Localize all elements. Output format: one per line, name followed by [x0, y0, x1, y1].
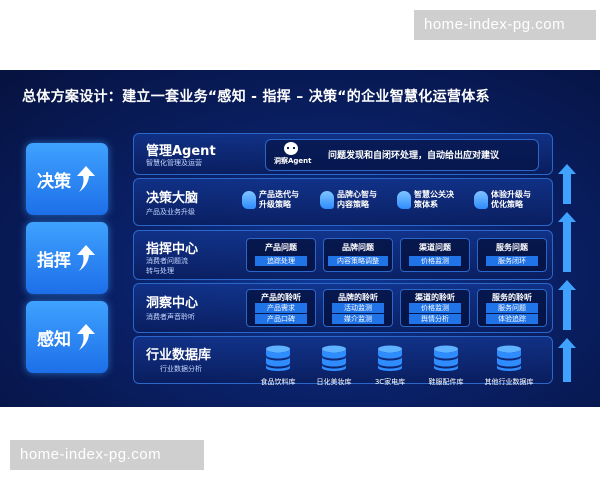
card-title: 渠道问题 — [419, 243, 451, 252]
brain-head-icon — [474, 191, 488, 209]
row-title: 行业数据库 — [146, 348, 212, 363]
robot-icon — [284, 142, 298, 155]
database-item[interactable]: 鞋服配件库 — [418, 345, 474, 387]
perception-label: 感知 — [37, 329, 71, 350]
strategy-line1: 品牌心智与 — [337, 190, 377, 199]
card-tag[interactable]: 价格监测 — [409, 303, 461, 313]
strategy-line1: 产品迭代与 — [259, 190, 299, 199]
database-icon — [378, 345, 402, 371]
up-arrow-icon — [558, 164, 576, 204]
command-label: 指挥 — [37, 250, 71, 271]
slide-panel: 总体方案设计：建立一套业务“感知 - 指挥 – 决策“的企业智慧化运营体系 决策… — [0, 70, 600, 407]
database-icon — [266, 345, 290, 371]
listening-card[interactable]: 渠道的聆听 价格监测 舆情分析 — [400, 289, 470, 327]
database-icon — [322, 345, 346, 371]
row-subtitle: 产品及业务升级 — [146, 208, 195, 216]
database-label: 食品饮料库 — [260, 378, 296, 386]
row-title: 指挥中心 — [146, 242, 199, 257]
card-tag[interactable]: 追踪处理 — [255, 256, 307, 266]
up-arrow-icon — [77, 324, 95, 350]
row-subtitle: 行业数据分析 — [160, 365, 202, 373]
watermark-top: home-index-pg.com — [414, 10, 596, 40]
problem-card[interactable]: 服务问题 服务闭环 — [477, 238, 547, 272]
brain-head-icon — [242, 191, 256, 209]
database-label: 其他行业数据库 — [484, 378, 534, 386]
card-title: 品牌问题 — [342, 243, 374, 252]
strategy-line2: 策体系 — [414, 200, 438, 209]
up-arrow-icon — [77, 245, 95, 271]
up-arrow-icon — [558, 338, 576, 382]
problem-card[interactable]: 渠道问题 价格监测 — [400, 238, 470, 272]
card-title: 产品的聆听 — [261, 293, 301, 302]
listening-card[interactable]: 品牌的聆听 活动监测 媒介监测 — [323, 289, 393, 327]
card-title: 品牌的聆听 — [338, 293, 378, 302]
decision-button[interactable]: 决策 — [26, 143, 108, 215]
command-button[interactable]: 指挥 — [26, 222, 108, 294]
database-label: 3C家电库 — [374, 378, 406, 386]
database-label: 鞋服配件库 — [428, 378, 464, 386]
row-subtitle: 消费者声音聆听 — [146, 313, 195, 321]
database-label: 日化美妆库 — [316, 378, 352, 386]
row-title: 管理Agent — [146, 144, 216, 159]
row-industry-database: 行业数据库 行业数据分析 食品饮料库 日化美妆库 — [133, 336, 553, 387]
watermark-bottom: home-index-pg.com — [10, 440, 204, 470]
card-title: 渠道的聆听 — [415, 293, 455, 302]
strategy-line2: 内容策略 — [337, 200, 369, 209]
card-tag[interactable]: 产品口碑 — [255, 314, 307, 324]
row-title: 决策大脑 — [146, 191, 199, 206]
card-tag[interactable]: 产品需求 — [255, 303, 307, 313]
agent-description: 问题发现和自闭环处理，自动给出应对建议 — [328, 151, 500, 161]
card-tag[interactable]: 舆情分析 — [409, 314, 461, 324]
strategy-line2: 升级策略 — [259, 200, 291, 209]
decision-label: 决策 — [37, 171, 71, 192]
strategy-item[interactable]: 品牌心智与内容策略 — [320, 185, 377, 215]
insight-agent-box[interactable]: 洞察Agent 问题发现和自闭环处理，自动给出应对建议 — [265, 139, 539, 171]
row-insight-center: 洞察中心 消费者声音聆听 产品的聆听 产品需求 产品口碑 品牌的聆听 活动监测 … — [133, 283, 553, 333]
perception-button[interactable]: 感知 — [26, 301, 108, 373]
card-title: 服务的聆听 — [492, 293, 532, 302]
card-tag[interactable]: 价格监测 — [409, 256, 461, 266]
up-arrow-icon — [77, 166, 95, 192]
listening-card[interactable]: 服务的聆听 服务问题 体验追踪 — [477, 289, 547, 327]
up-arrow-icon — [558, 212, 576, 272]
strategy-line1: 体验升级与 — [491, 190, 531, 199]
database-icon — [434, 345, 458, 371]
card-tag[interactable]: 体验追踪 — [486, 314, 538, 324]
strategy-line1: 智慧公关决 — [414, 190, 454, 199]
up-arrow-icon — [558, 280, 576, 330]
row-command-center: 指挥中心 消费者问题流 转与处理 产品问题 追踪处理 品牌问题 内容策略调整 渠… — [133, 230, 553, 280]
strategy-item[interactable]: 智慧公关决策体系 — [397, 185, 454, 215]
database-item[interactable]: 其他行业数据库 — [474, 345, 544, 387]
problem-card[interactable]: 品牌问题 内容策略调整 — [323, 238, 393, 272]
slide-title: 总体方案设计：建立一套业务“感知 - 指挥 – 决策“的企业智慧化运营体系 — [22, 89, 490, 105]
row-subtitle: 转与处理 — [146, 267, 174, 275]
row-management-agent: 管理Agent 智慧化管理及运营 洞察Agent 问题发现和自闭环处理，自动给出… — [133, 133, 553, 175]
row-decision-brain: 决策大脑 产品及业务升级 产品迭代与升级策略 品牌心智与内容策略 智慧公关决策体… — [133, 178, 553, 226]
card-title: 产品问题 — [265, 243, 297, 252]
card-title: 服务问题 — [496, 243, 528, 252]
database-item[interactable]: 食品饮料库 — [250, 345, 306, 387]
card-tag[interactable]: 媒介监测 — [332, 314, 384, 324]
card-tag[interactable]: 服务问题 — [486, 303, 538, 313]
listening-card[interactable]: 产品的聆听 产品需求 产品口碑 — [246, 289, 316, 327]
row-subtitle: 智慧化管理及运营 — [146, 159, 202, 167]
database-item[interactable]: 3C家电库 — [362, 345, 418, 387]
card-tag[interactable]: 服务闭环 — [486, 256, 538, 266]
row-title: 洞察中心 — [146, 296, 199, 311]
card-tag[interactable]: 内容策略调整 — [328, 256, 388, 266]
strategy-item[interactable]: 体验升级与优化策略 — [474, 185, 531, 215]
row-subtitle: 消费者问题流 — [146, 257, 188, 265]
problem-card[interactable]: 产品问题 追踪处理 — [246, 238, 316, 272]
brain-head-icon — [397, 191, 411, 209]
agent-name: 洞察Agent — [274, 157, 312, 165]
strategy-item[interactable]: 产品迭代与升级策略 — [242, 185, 299, 215]
database-item[interactable]: 日化美妆库 — [306, 345, 362, 387]
database-icon — [497, 345, 521, 371]
strategy-line2: 优化策略 — [491, 200, 523, 209]
card-tag[interactable]: 活动监测 — [332, 303, 384, 313]
brain-head-icon — [320, 191, 334, 209]
